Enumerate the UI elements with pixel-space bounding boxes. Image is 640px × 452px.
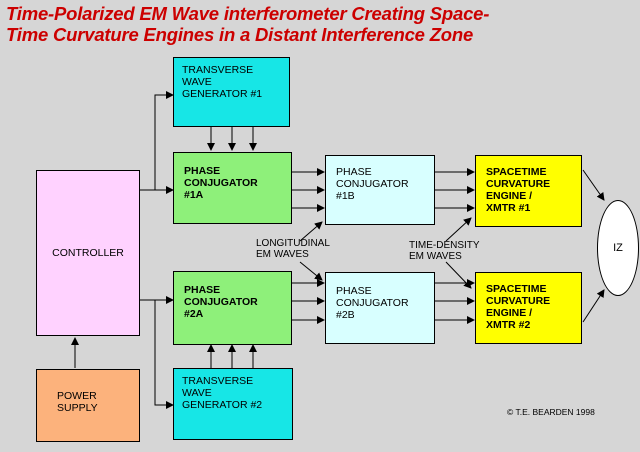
transverse-wave-generator-1: TRANSVERSE WAVE GENERATOR #1 — [173, 57, 290, 127]
ctrl-to-tg2-arrow — [140, 299, 174, 409]
engine2-to-iz-arrow — [582, 289, 605, 323]
time-density-em-waves-label: TIME-DENSITY EM WAVES — [409, 240, 480, 262]
ctrl-to-tg1-arrow — [140, 91, 174, 191]
spacetime-curvature-engine-2: SPACETIME CURVATURE ENGINE / XMTR #2 — [475, 272, 582, 344]
phase-conjugator-2a: PHASE CONJUGATOR #2A — [173, 271, 292, 345]
title-line-2: Time Curvature Engines in a Distant Inte… — [6, 24, 474, 45]
phase-conjugator-2b: PHASE CONJUGATOR #2B — [325, 272, 435, 344]
copyright-notice: © T.E. BEARDEN 1998 — [507, 407, 595, 417]
controller: CONTROLLER — [36, 170, 140, 336]
phase-conjugator-1a: PHASE CONJUGATOR #1A — [173, 152, 292, 224]
phase-conjugator-1b: PHASE CONJUGATOR #1B — [325, 155, 435, 225]
interference-zone: IZ — [597, 200, 639, 296]
power-supply: POWER SUPPLY — [36, 369, 140, 442]
spacetime-curvature-engine-1: SPACETIME CURVATURE ENGINE / XMTR #1 — [475, 155, 582, 227]
longitudinal-em-waves-label: LONGITUDINAL EM WAVES — [256, 238, 330, 260]
engine1-to-iz-arrow — [582, 169, 605, 201]
title-line-1: Time-Polarized EM Wave interferometer Cr… — [6, 3, 490, 24]
transverse-wave-generator-2: TRANSVERSE WAVE GENERATOR #2 — [173, 368, 293, 440]
